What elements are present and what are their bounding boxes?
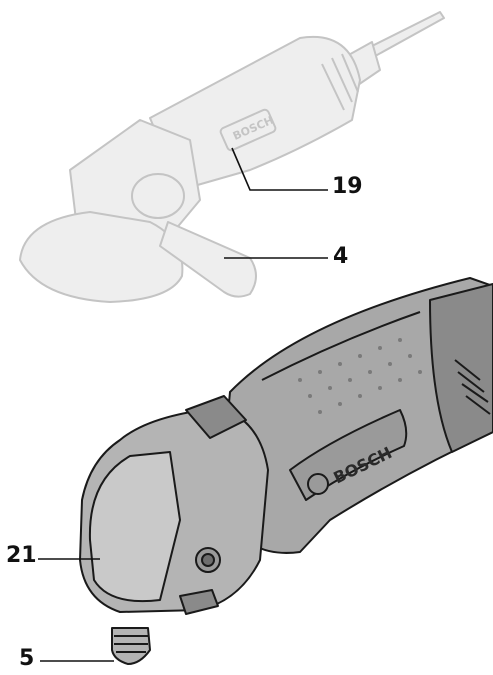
detail-rear-grip (429, 283, 493, 453)
callout-5: 5 (19, 646, 35, 671)
callout-21: 21 (6, 543, 37, 568)
housing-seam (261, 311, 421, 381)
brand-emblem (307, 473, 329, 495)
spindle-lock-button (185, 395, 247, 439)
grinder-detail (79, 277, 493, 665)
callout-4: 4 (333, 244, 349, 269)
housing-brand-plate (219, 108, 277, 152)
housing-grip-ribs (321, 53, 359, 111)
grinder-overview-ghost (19, 11, 445, 303)
protective-guard (19, 211, 184, 303)
auxiliary-handle (159, 221, 257, 298)
callout-19: 19 (332, 174, 363, 199)
detail-grip-ribs (454, 359, 491, 415)
leader-lines (38, 147, 328, 662)
guard-clamp-lever (179, 589, 219, 615)
gear-head-clamp (131, 173, 185, 219)
spindle (111, 627, 151, 665)
detail-guard-shroud (88, 451, 181, 603)
leader-19 (231, 147, 328, 191)
housing-texture-dots (298, 338, 422, 414)
